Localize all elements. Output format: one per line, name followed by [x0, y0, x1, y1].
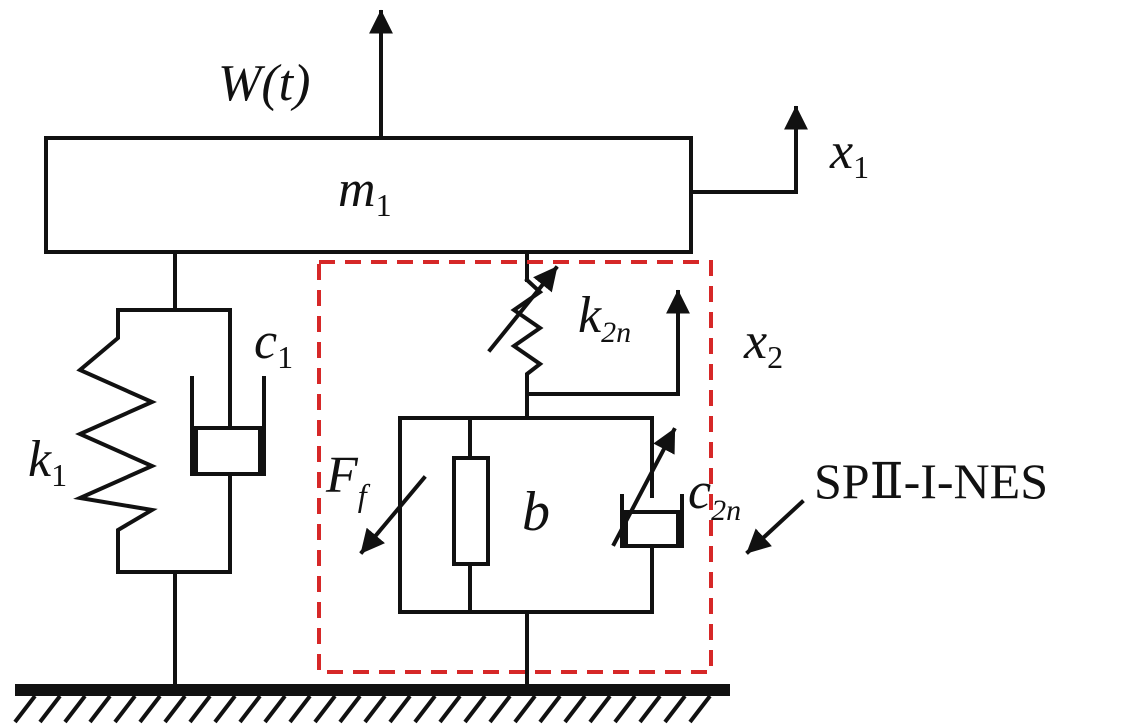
spring-k2n-variable-arrow [487, 265, 559, 353]
ground [13, 684, 730, 724]
mass-block [44, 136, 693, 254]
damper-c2n-label: c2n [688, 463, 741, 527]
friction-label: Ff [325, 447, 371, 513]
system-label: SPⅡ-I-NES [814, 453, 1048, 509]
disp1-label: x1 [829, 123, 869, 185]
spring-k2n [510, 277, 544, 420]
force-label: W(t) [218, 55, 310, 112]
friction-arrow [359, 475, 427, 555]
primary-suspension [73, 250, 266, 686]
mass-label: m1 [338, 161, 392, 223]
damper-c2n-variable-arrow [611, 427, 677, 547]
spring-k2n-label: k2n [578, 287, 631, 349]
spring-k1-label: k1 [28, 431, 67, 493]
system-pointer-arrow [745, 499, 805, 555]
disp2-label: x2 [743, 313, 783, 375]
spring-k1 [73, 308, 158, 574]
disp2-arrow [525, 289, 690, 396]
nes-branch [359, 250, 690, 686]
inerter-label: b [522, 481, 550, 543]
nes-highlight-box [317, 260, 713, 674]
inerter-b [452, 456, 490, 566]
damper-c1-label: c1 [254, 313, 293, 375]
disp1-arrow [689, 105, 808, 194]
